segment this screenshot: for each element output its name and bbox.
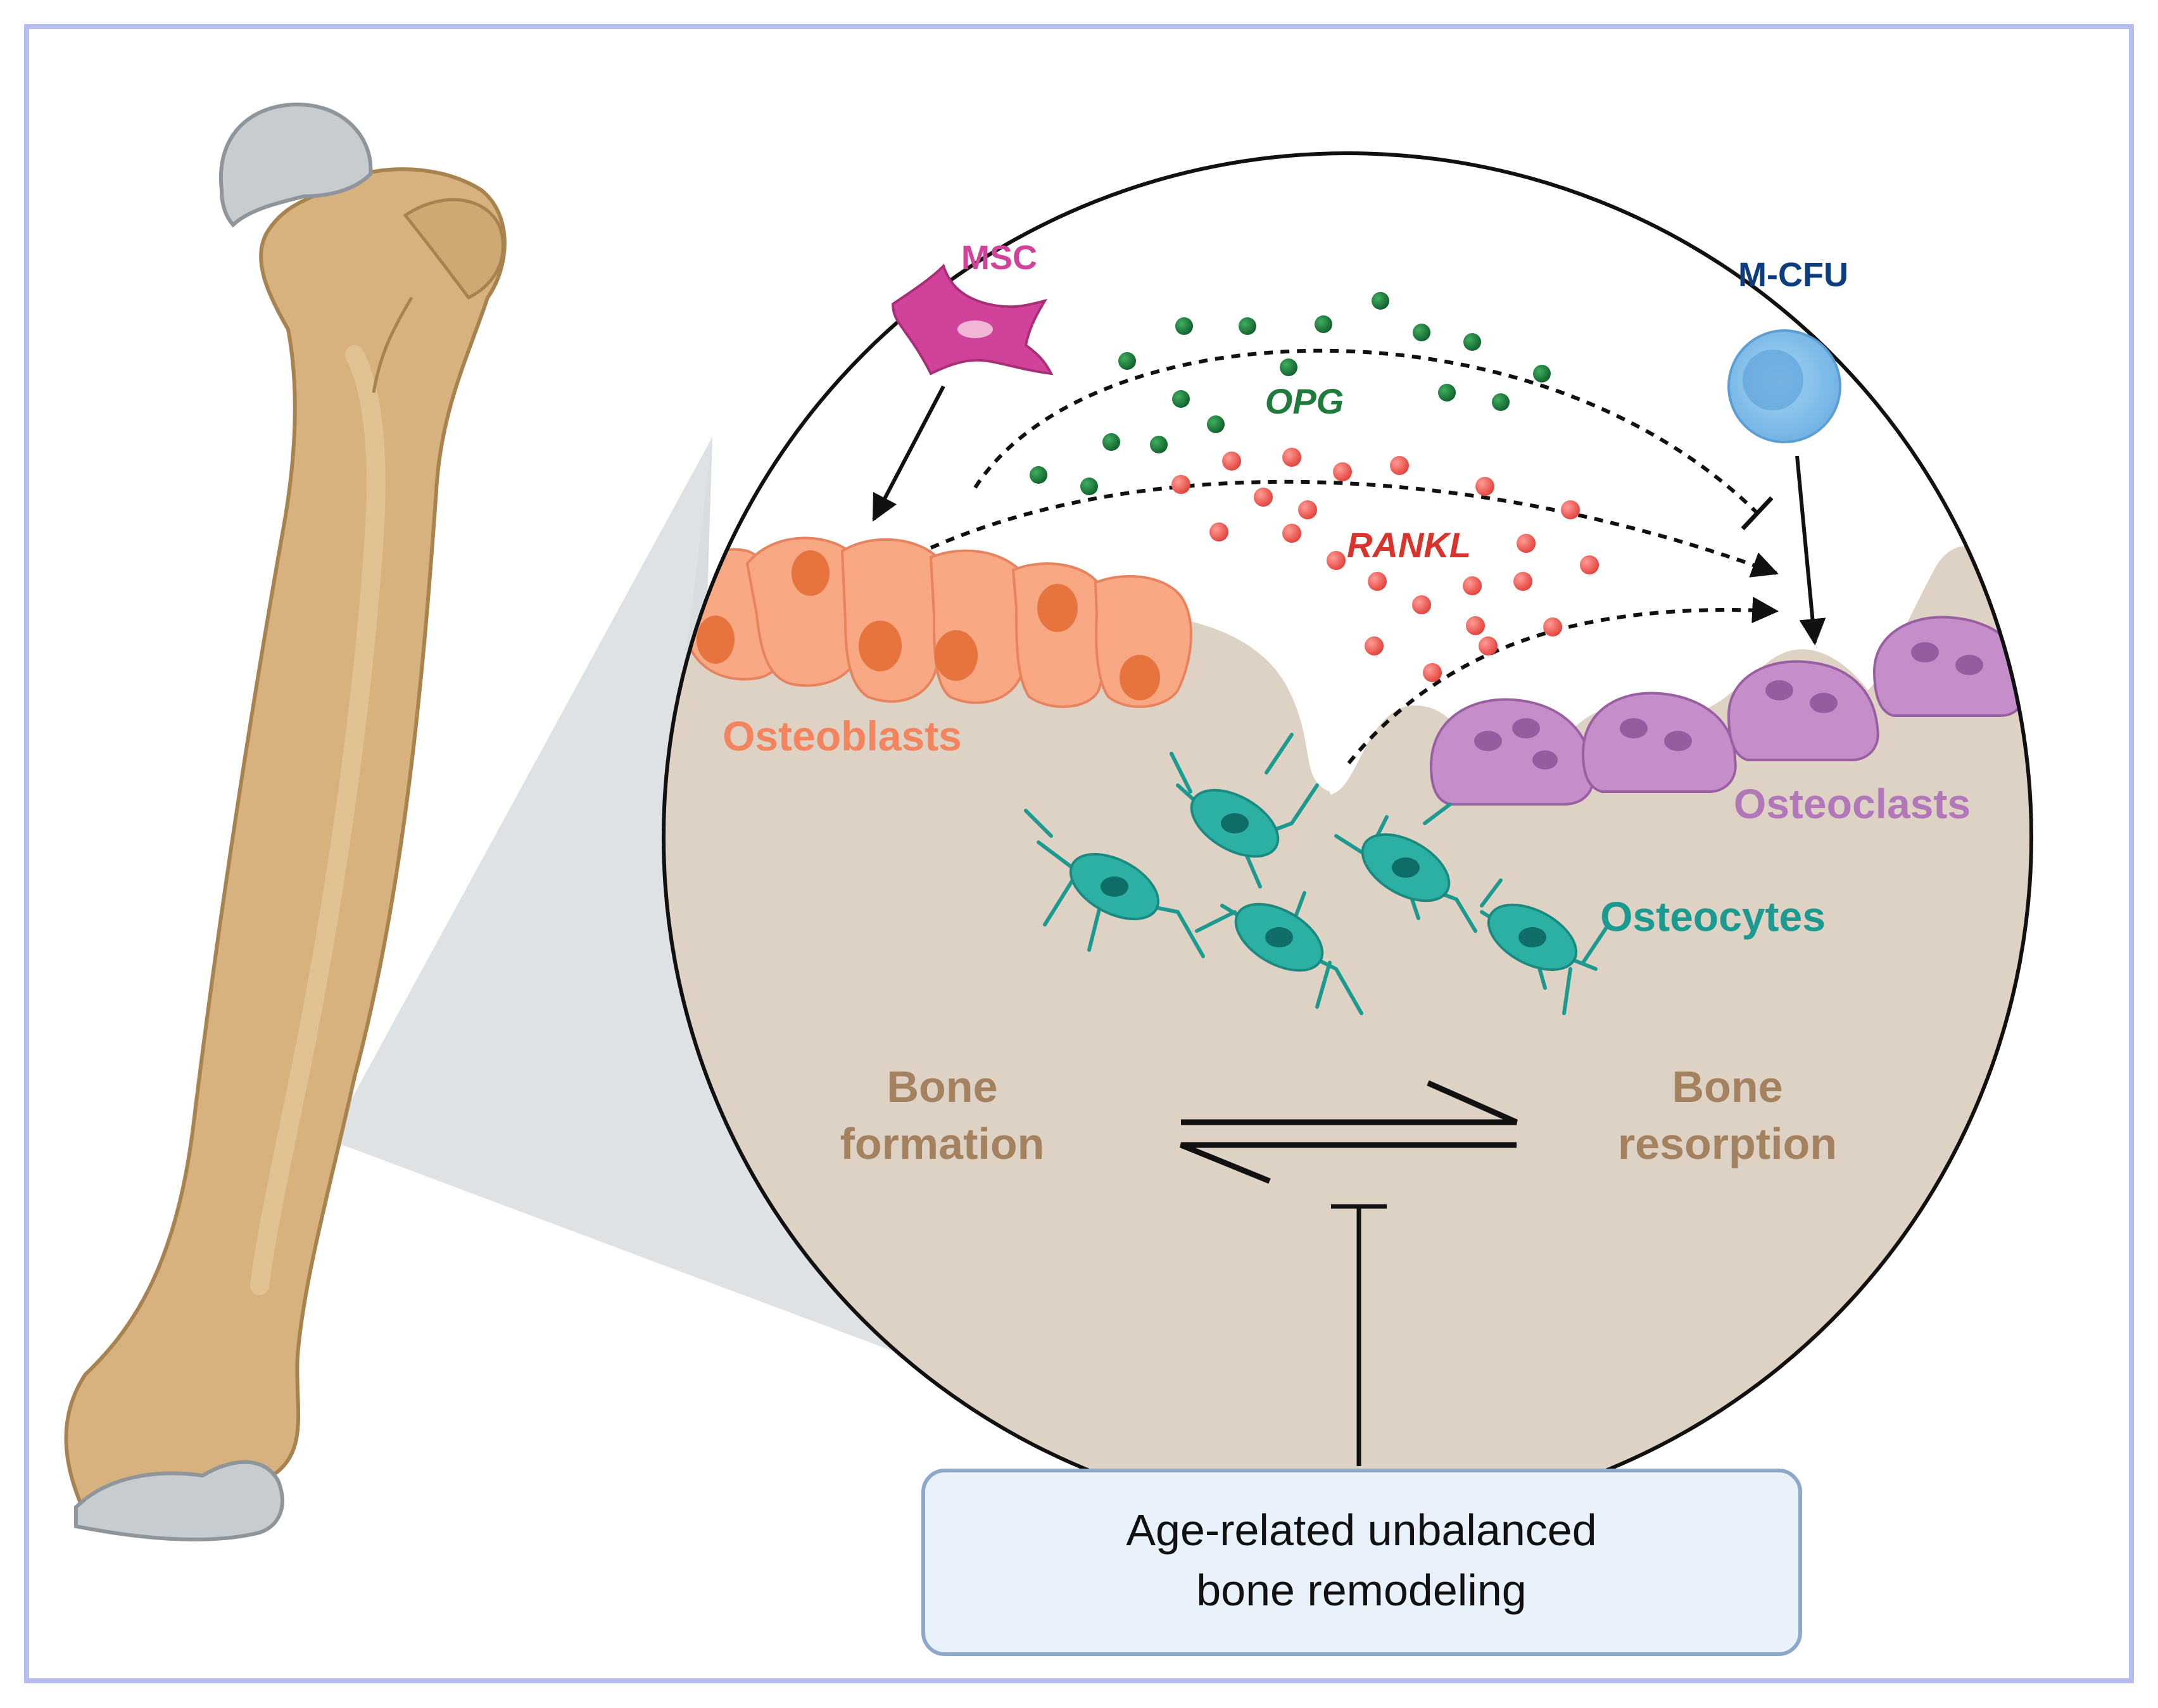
rankl-arrow-upper (930, 479, 1779, 578)
osteoblast-nucleus (1037, 584, 1078, 632)
bone-formation-label-1: Bone (887, 1062, 998, 1111)
rankl-arrow-lower (1347, 597, 1779, 764)
osteocytes-label: Osteocytes (1600, 893, 1826, 940)
mcfu-cell (1727, 329, 1841, 443)
osteoclast-nucleus (1532, 750, 1558, 769)
caption-box (921, 1469, 1802, 1656)
femur-highlight (250, 345, 386, 1295)
msc-cell (891, 263, 1054, 376)
mcfu-label: M-CFU (1738, 256, 1848, 294)
opg-inhibition-bar (1741, 496, 1774, 531)
osteoclast-nucleus (1911, 642, 1939, 662)
osteoblast-layer (682, 536, 1192, 708)
femur-illustration (64, 102, 507, 1541)
mcfu-to-osteoclast-arrow (1795, 455, 1826, 646)
osteoclasts-label: Osteoclasts (1734, 780, 1971, 827)
caption-inhibition (1331, 1204, 1387, 1466)
femur-ridge (372, 296, 413, 393)
osteoclast-nucleus (1474, 731, 1502, 751)
osteoblast-nucleus (859, 621, 902, 671)
osteoblast-nucleus (935, 630, 978, 681)
msc-to-osteoblast-arrow (872, 385, 945, 522)
forward-half-arrow (1181, 1080, 1518, 1125)
bone-formation-label-2: formation (840, 1119, 1045, 1168)
opg-molecules (1030, 292, 1551, 495)
osteoclast-nucleus (1664, 731, 1692, 751)
reverse-half-arrow (1180, 1142, 1517, 1184)
caption-line-2: bone remodeling (1196, 1566, 1526, 1615)
osteoblast-nucleus (697, 616, 735, 664)
osteoclast-nucleus (1512, 718, 1540, 738)
osteoblasts-label: Osteoblasts (722, 712, 962, 759)
caption-line-1: Age-related unbalanced (1126, 1505, 1596, 1555)
bone-matrix (664, 546, 2031, 1521)
condyle-cartilage (74, 1460, 284, 1541)
osteoclast-layer (1429, 616, 2028, 806)
osteoblast-cell (840, 538, 946, 703)
zoom-cone-shade (329, 437, 1347, 1521)
osteoclast-nucleus (1765, 680, 1793, 700)
osteoclast-nucleus (1955, 655, 1983, 675)
osteoblast-cell (1011, 562, 1111, 708)
osteoblast-nucleus (792, 550, 830, 596)
rankl-molecules (1171, 448, 1599, 682)
osteoclast-nucleus (1810, 693, 1838, 713)
pathway-arrows (872, 348, 1826, 764)
greater-trochanter (403, 198, 505, 300)
femoral-head-cartilage (218, 102, 373, 228)
osteocyte-cells (1069, 788, 1578, 972)
osteoclast-cell (1727, 660, 1879, 761)
osteoblast-cell (1094, 575, 1192, 708)
osteoclast-nucleus (1620, 718, 1648, 738)
bone-resorption-label-1: Bone (1672, 1062, 1783, 1111)
opg-inhibition-arc (973, 348, 1759, 515)
osteoblast-nucleus (1120, 655, 1160, 700)
rankl-label: RANKL (1347, 525, 1471, 565)
msc-label: MSC (961, 239, 1037, 277)
opg-label: OPG (1265, 381, 1344, 421)
equilibrium-arrows (1180, 1080, 1518, 1184)
bone-resorption-label-2: resorption (1618, 1119, 1837, 1168)
